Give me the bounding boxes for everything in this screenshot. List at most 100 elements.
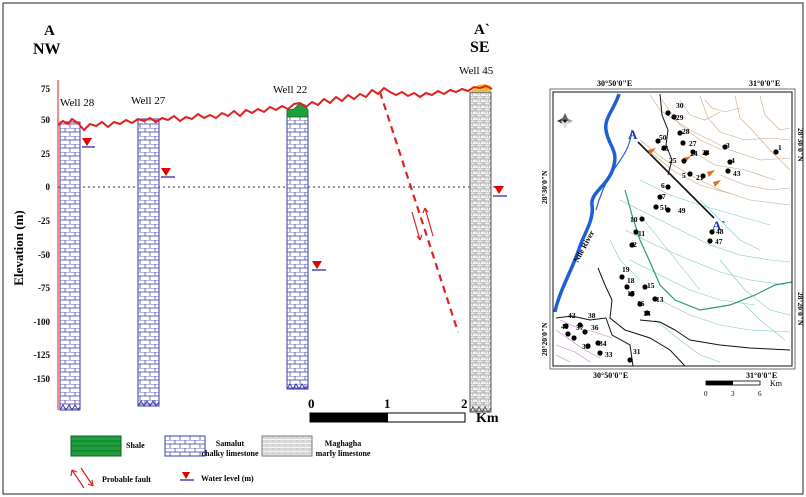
- map-well-dot: [661, 145, 667, 151]
- legend-fault-symbol: [70, 467, 94, 489]
- legend-samalut-label-2: chalky limestone: [201, 449, 259, 458]
- map-well-dot: [624, 284, 630, 290]
- map-well-label: 25: [669, 156, 677, 165]
- y-tick-label: -75: [38, 283, 50, 293]
- water-level-well-22: [312, 261, 326, 271]
- map-well-dot: [582, 329, 588, 335]
- north-arrow: [557, 113, 573, 129]
- map-scale-tick: 6: [758, 390, 762, 398]
- map-well-dot: [671, 114, 677, 120]
- map-well-dot: [644, 310, 650, 316]
- ground-surface-line: [57, 84, 493, 132]
- map-lon-top-right: 31°0'0"E: [749, 79, 780, 88]
- map-well-label: 19: [622, 265, 630, 274]
- y-tick-label: 75: [41, 84, 51, 94]
- location-map: Nile River A A` 30°50'0"E 31°0'0"E 30°50…: [540, 79, 805, 398]
- well-22-column: [286, 115, 309, 390]
- map-well-dot: [637, 301, 643, 307]
- map-well-label: 30: [676, 101, 684, 110]
- water-level-markers: [82, 138, 507, 271]
- well-28-column: [59, 121, 81, 411]
- map-well-label: 4: [731, 156, 735, 165]
- legend-maghagha-label-2: marly limestone: [316, 449, 371, 458]
- map-well-label: 15: [647, 281, 655, 290]
- well-27-label: Well 27: [131, 95, 166, 107]
- map-well-label: 50: [659, 133, 667, 142]
- legend-fault-label: Probable fault: [102, 475, 151, 484]
- map-well-dot: [665, 207, 671, 213]
- map-well-dot: [773, 149, 779, 155]
- map-frame-outer: [549, 88, 796, 370]
- map-well-label: 13: [656, 295, 664, 304]
- water-level-well-27: [161, 168, 175, 178]
- map-well-dot: [722, 144, 728, 150]
- map-well-label: 28: [682, 127, 690, 136]
- map-well-label: 31: [633, 347, 641, 356]
- map-well-label: 51: [660, 203, 668, 212]
- well-45-bottom: [469, 406, 492, 413]
- map-scale-tick: 0: [704, 390, 708, 398]
- legend-shale-label: Shale: [126, 441, 145, 450]
- map-scale-tick: 3: [731, 390, 735, 398]
- map-lat-left-lower: 28°20'0"N: [540, 322, 549, 356]
- map-well-dot: [653, 204, 659, 210]
- map-well-dot: [665, 110, 671, 116]
- map-well-dot: [665, 184, 671, 190]
- drainage-tan: [639, 94, 791, 206]
- map-well-label: 18: [627, 276, 635, 285]
- map-well-dot: [633, 229, 639, 235]
- y-tick-label: -50: [38, 250, 50, 260]
- scale-tick-label: 0: [308, 396, 315, 411]
- map-well-label: 21: [696, 173, 704, 182]
- y-tick-label: 0: [46, 182, 51, 192]
- map-lat-left-upper: 28°30'0"N: [540, 170, 549, 204]
- well-45-label: Well 45: [459, 65, 494, 77]
- map-well-dot: [709, 229, 715, 235]
- map-well-dot: [627, 357, 633, 363]
- map-well-label: 34: [599, 339, 607, 348]
- map-well-dot: [619, 274, 625, 280]
- map-well-dot: [642, 284, 648, 290]
- map-well-dot: [597, 350, 603, 356]
- map-well-label: 1: [778, 143, 782, 152]
- map-well-label: 3: [726, 141, 730, 150]
- map-well-dot: [681, 158, 687, 164]
- map-well-label: 5: [682, 171, 686, 180]
- legend: Shale Samalut chalky limestone Maghagha …: [70, 435, 371, 489]
- map-well-label: 43: [733, 169, 741, 178]
- map-well-dot: [725, 168, 731, 174]
- scale-unit: Km: [476, 411, 499, 426]
- map-well-label: 16: [637, 299, 645, 308]
- map-well-label: 33: [605, 350, 613, 359]
- map-well-dot: [677, 130, 683, 136]
- fault-arrows: [411, 207, 434, 241]
- section-end-direction: SE: [470, 39, 490, 56]
- map-well-label: 24: [690, 149, 698, 158]
- map-well-dot: [565, 331, 571, 337]
- map-well-dot: [595, 340, 601, 346]
- well-45-column: [469, 91, 492, 413]
- water-level-well-45: [493, 186, 507, 197]
- map-well-label: 6: [661, 181, 665, 190]
- map-well-label: 35: [582, 342, 590, 351]
- cross-section: A NW A` SE Elevation (m) 75 50 25 0 -25 …: [11, 22, 507, 426]
- map-lon-bottom-left: 30°50'0"E: [593, 371, 628, 380]
- map-well-dot: [577, 322, 583, 328]
- map-well-dot: [563, 323, 569, 329]
- well-27-bottom: [137, 400, 160, 407]
- map-well-dot: [652, 296, 658, 302]
- map-section-start: A: [628, 127, 638, 142]
- legend-maghagha-label-1: Maghagha: [325, 439, 361, 448]
- map-scale-bar: 0 3 6 Km: [704, 379, 783, 398]
- section-end-letter: A`: [474, 22, 490, 38]
- well-27-column: [137, 118, 160, 407]
- map-boundaries: [555, 93, 791, 367]
- nile-branch: [595, 129, 633, 211]
- map-well-label: 46: [661, 144, 669, 153]
- legend-samalut-label-1: Samalut: [216, 439, 245, 448]
- map-well-label: 37: [576, 323, 584, 332]
- map-well-dot: [680, 140, 686, 146]
- map-well-label: 7: [662, 192, 666, 201]
- y-tick-label: 50: [41, 115, 51, 125]
